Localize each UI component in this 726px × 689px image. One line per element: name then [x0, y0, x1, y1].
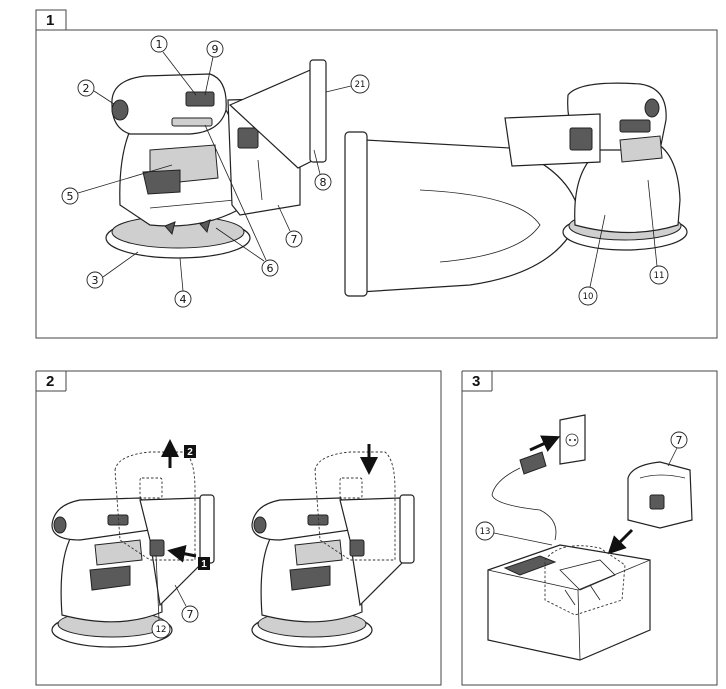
- callout-1-label: 1: [156, 38, 163, 51]
- step-2-label: 2: [187, 447, 193, 458]
- callout-10: 10: [578, 214, 606, 306]
- callout-7-panel3: 7: [667, 431, 688, 467]
- charger-illustration: [487, 544, 651, 661]
- callout-7-label: 7: [187, 608, 194, 621]
- callout-11-label: 11: [654, 271, 665, 281]
- panel-2-frame: [35, 370, 442, 686]
- arrow-icon: [167, 544, 197, 563]
- callout-9-label: 9: [212, 43, 219, 56]
- callout-7-panel2: 7: [174, 584, 199, 623]
- callout-7-panel1: 7: [277, 204, 303, 248]
- callout-21-label: 21: [355, 80, 366, 90]
- callout-9: 9: [204, 40, 224, 96]
- callout-5-label: 5: [67, 190, 74, 203]
- panel-2-number: 2: [46, 373, 54, 390]
- callout-3: 3: [86, 251, 139, 289]
- step-2-box: [184, 445, 196, 458]
- wall-socket-illustration: [559, 414, 586, 465]
- arrow-icon: [529, 435, 561, 452]
- panel-1: 1: [35, 9, 718, 339]
- callout-6-label: 6: [267, 262, 274, 275]
- callout-12: 12: [151, 554, 171, 639]
- callout-11: 11: [647, 179, 669, 285]
- panel-1-number: 1: [46, 12, 54, 29]
- step-1-box: [198, 557, 210, 570]
- sander-remove-illustration: 2 1: [51, 439, 215, 648]
- panel-1-frame: [35, 9, 718, 339]
- callout-13-label: 13: [480, 527, 491, 537]
- callout-4: 4: [174, 257, 192, 308]
- panel-2: 2 2 1 12: [35, 370, 442, 686]
- callout-12-label: 12: [156, 625, 167, 635]
- battery-pack-illustration: [627, 461, 693, 529]
- sander-insert-illustration: [251, 444, 415, 648]
- callout-8-label: 8: [320, 176, 327, 189]
- callout-10-label: 10: [583, 292, 594, 302]
- callout-21: 21: [325, 74, 370, 94]
- callout-5: 5: [61, 164, 173, 205]
- callout-3-label: 3: [92, 274, 99, 287]
- arrow-icon: [607, 528, 634, 555]
- dust-bag-illustration: [344, 82, 688, 297]
- panel-3: 3 7: [461, 370, 718, 686]
- callout-7-label: 7: [291, 233, 298, 246]
- callout-1: 1: [150, 35, 197, 96]
- callout-13: 13: [475, 521, 553, 546]
- callout-2: 2: [77, 79, 115, 105]
- callout-8: 8: [313, 149, 332, 191]
- callout-7-label: 7: [676, 434, 683, 447]
- callout-6: 6: [204, 124, 279, 277]
- plug-cord-illustration: [491, 451, 557, 541]
- sander-illustration: [105, 59, 327, 259]
- panel-3-frame: [461, 370, 718, 686]
- panel-3-number: 3: [472, 373, 480, 390]
- step-1-label: 1: [201, 559, 207, 570]
- callout-4-label: 4: [180, 293, 187, 306]
- callout-2-label: 2: [83, 82, 90, 95]
